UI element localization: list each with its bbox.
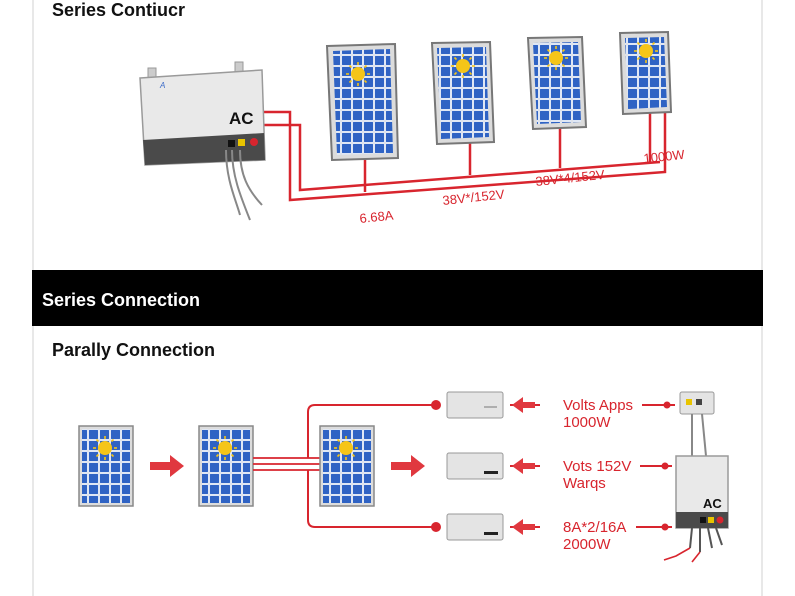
series-wiring bbox=[262, 110, 667, 202]
junction-box-icon bbox=[679, 391, 715, 457]
band-title: Series Connection bbox=[42, 290, 201, 310]
arrow-right-icon bbox=[150, 455, 184, 477]
solar-panel-icon bbox=[526, 35, 588, 131]
junction-dot bbox=[661, 462, 669, 470]
solar-panel-icon bbox=[198, 425, 254, 507]
section-band: Series Connection bbox=[32, 270, 763, 326]
arrow-right-icon bbox=[391, 455, 425, 477]
solar-panel-icon bbox=[618, 30, 673, 116]
power-label: 1000W bbox=[643, 147, 686, 166]
inverter-icon bbox=[139, 61, 266, 221]
inverter-logo: A bbox=[159, 81, 165, 90]
micro-inverter-icon bbox=[446, 452, 504, 480]
row1-label-line1: Volts Apps bbox=[563, 397, 633, 414]
junction-dot bbox=[431, 400, 441, 410]
voltage-label-2: 38V*4/152V bbox=[535, 167, 606, 189]
parallel-title: Parally Connection bbox=[52, 340, 216, 360]
solar-panel-icon bbox=[325, 42, 400, 162]
series-title: Series Contiucr bbox=[52, 0, 186, 20]
junction-dot bbox=[431, 522, 441, 532]
bottom-inverter-ac-label: AC bbox=[703, 496, 722, 511]
arrow-left-icon bbox=[512, 458, 535, 474]
solar-panel-icon bbox=[78, 425, 134, 507]
row2-label-line1: Vots 152V bbox=[563, 458, 631, 475]
junction-dot bbox=[663, 401, 671, 409]
inverter-ac-label: AC bbox=[229, 109, 254, 128]
junction-dot bbox=[661, 523, 669, 531]
solar-panel-icon bbox=[430, 40, 496, 146]
solar-panel-icon bbox=[319, 425, 375, 507]
parallel-link-wires bbox=[253, 457, 320, 471]
arrow-left-icon bbox=[512, 397, 535, 413]
row1-label-line2: 1000W bbox=[563, 414, 611, 431]
row3-label-line1: 8A*2/16A bbox=[563, 519, 626, 536]
row2-label-line2: Warqs bbox=[563, 475, 606, 492]
arrow-left-icon bbox=[512, 519, 535, 535]
micro-inverter-icon bbox=[446, 513, 504, 541]
micro-inverter-icon bbox=[446, 391, 504, 419]
inverter-icon bbox=[663, 455, 729, 563]
current-label: 6.68A bbox=[359, 207, 395, 226]
row3-label-line2: 2000W bbox=[563, 536, 611, 553]
voltage-label-1: 38V*/152V bbox=[442, 187, 506, 208]
